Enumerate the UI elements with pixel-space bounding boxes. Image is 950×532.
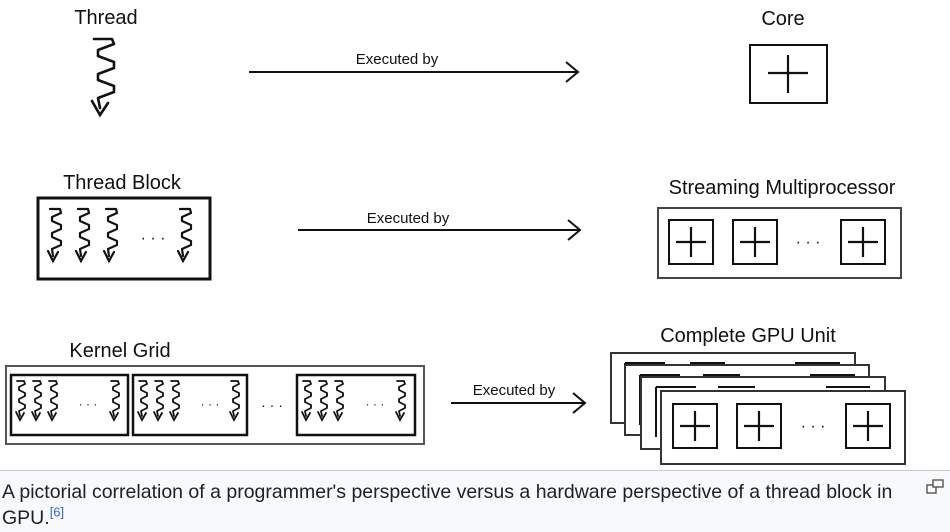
- enlarge-icon[interactable]: [926, 479, 944, 495]
- row2-arrow-label: Executed by: [367, 210, 450, 227]
- complete-gpu-unit-label: Complete GPU Unit: [660, 325, 836, 347]
- figure-caption: A pictorial correlation of a programmer'…: [0, 470, 950, 532]
- thread-block-box: · · ·: [36, 196, 212, 281]
- svg-text:· · ·: · · ·: [201, 397, 220, 411]
- kernel-grid-box: · · · · · · · · · · · ·: [5, 365, 425, 445]
- citation-link[interactable]: [6]: [49, 504, 65, 520]
- row2-arrow: [298, 219, 582, 241]
- row3-arrow: [451, 392, 587, 414]
- thread-squiggle-icon: [90, 37, 116, 117]
- gpu-correspondence-diagram: Thread Executed by Core Thread Block · ·…: [5, 7, 906, 465]
- svg-text:· · ·: · · ·: [801, 418, 826, 435]
- row1-arrow: [249, 61, 580, 83]
- kernel-grid-label: Kernel Grid: [69, 340, 170, 362]
- svg-text:· · ·: · · ·: [141, 230, 166, 247]
- caption-text: A pictorial correlation of a programmer'…: [2, 481, 893, 529]
- core-box: [749, 44, 828, 104]
- svg-text:· · ·: · · ·: [796, 234, 821, 251]
- row1-arrow-label: Executed by: [356, 51, 439, 68]
- streaming-multiprocessor-box: · · ·: [657, 207, 902, 279]
- svg-text:· · ·: · · ·: [79, 397, 98, 411]
- thread-label: Thread: [74, 7, 137, 29]
- svg-text:· · ·: · · ·: [261, 397, 283, 413]
- streaming-multiprocessor-label: Streaming Multiprocessor: [669, 177, 896, 199]
- row3-arrow-label: Executed by: [473, 382, 556, 399]
- complete-gpu-unit-stack: · · ·: [610, 352, 906, 465]
- svg-text:· · ·: · · ·: [366, 397, 385, 411]
- thread-block-label: Thread Block: [63, 172, 182, 194]
- core-label: Core: [761, 8, 804, 30]
